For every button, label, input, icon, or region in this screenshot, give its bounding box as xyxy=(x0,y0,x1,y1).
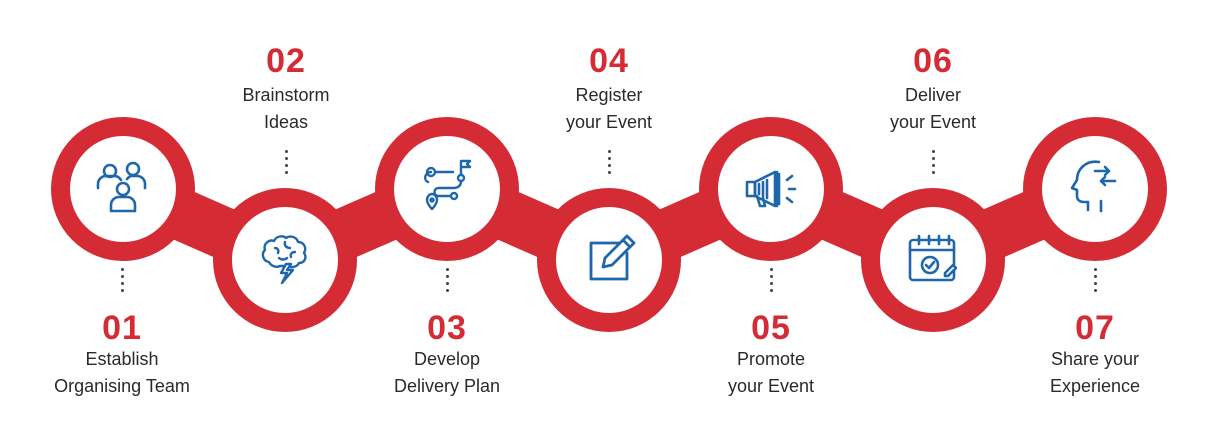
step-03-line2: Delivery Plan xyxy=(393,376,501,396)
step-01-line1: Establish xyxy=(85,349,159,369)
ring-center-7 xyxy=(1042,136,1148,242)
step-06-number: 06 xyxy=(913,42,953,80)
step-06-label: Deliver your Event xyxy=(823,82,1043,136)
step-05-line1: Promote xyxy=(736,349,806,369)
step-05-connector-dots xyxy=(770,268,774,296)
step-04-line2: your Event xyxy=(565,112,653,132)
step-06-connector-dots xyxy=(932,150,936,178)
ring-center-1 xyxy=(70,136,176,242)
step-01-connector-dots xyxy=(121,268,125,296)
step-05-number: 05 xyxy=(751,309,791,347)
step-02-connector-dots xyxy=(285,150,289,178)
step-04-number: 04 xyxy=(589,42,629,80)
step-03-connector-dots xyxy=(446,268,450,296)
team-icon xyxy=(96,161,147,213)
brain-icon xyxy=(261,235,307,285)
edit-icon xyxy=(589,234,636,281)
step-05-line2: your Event xyxy=(727,376,815,396)
step-07-line1: Share your xyxy=(1050,349,1140,369)
roadmap-icon xyxy=(423,159,472,211)
step-07-line2: Experience xyxy=(1049,376,1141,396)
step-04-label: Register your Event xyxy=(499,82,719,136)
step-07-label: Share your Experience xyxy=(985,346,1205,400)
ring-center-5 xyxy=(718,136,824,242)
step-03-label: Develop Delivery Plan xyxy=(337,346,557,400)
step-02-label: Brainstorm Ideas xyxy=(176,82,396,136)
step-01-line2: Organising Team xyxy=(54,376,190,396)
step-05-label: Promote your Event xyxy=(661,346,881,400)
megaphone-icon xyxy=(745,170,797,208)
step-01-label: Establish Organising Team xyxy=(12,346,232,400)
step-04-connector-dots xyxy=(608,150,612,178)
step-02-number: 02 xyxy=(266,42,306,80)
step-07-connector-dots xyxy=(1094,268,1098,296)
step-01-number: 01 xyxy=(102,309,142,347)
step-04-line1: Register xyxy=(575,85,643,105)
calendar-check-icon xyxy=(908,234,958,282)
step-06-line1: Deliver xyxy=(904,85,961,105)
head-arrows-icon xyxy=(1070,160,1117,213)
step-07-number: 07 xyxy=(1075,309,1115,347)
step-03-line1: Develop xyxy=(413,349,481,369)
ring-center-6 xyxy=(880,207,986,313)
step-02-line1: Brainstorm xyxy=(242,85,330,105)
step-03-number: 03 xyxy=(427,309,467,347)
step-06-line2: your Event xyxy=(889,112,977,132)
ring-center-4 xyxy=(556,207,662,313)
step-02-line2: Ideas xyxy=(263,112,309,132)
